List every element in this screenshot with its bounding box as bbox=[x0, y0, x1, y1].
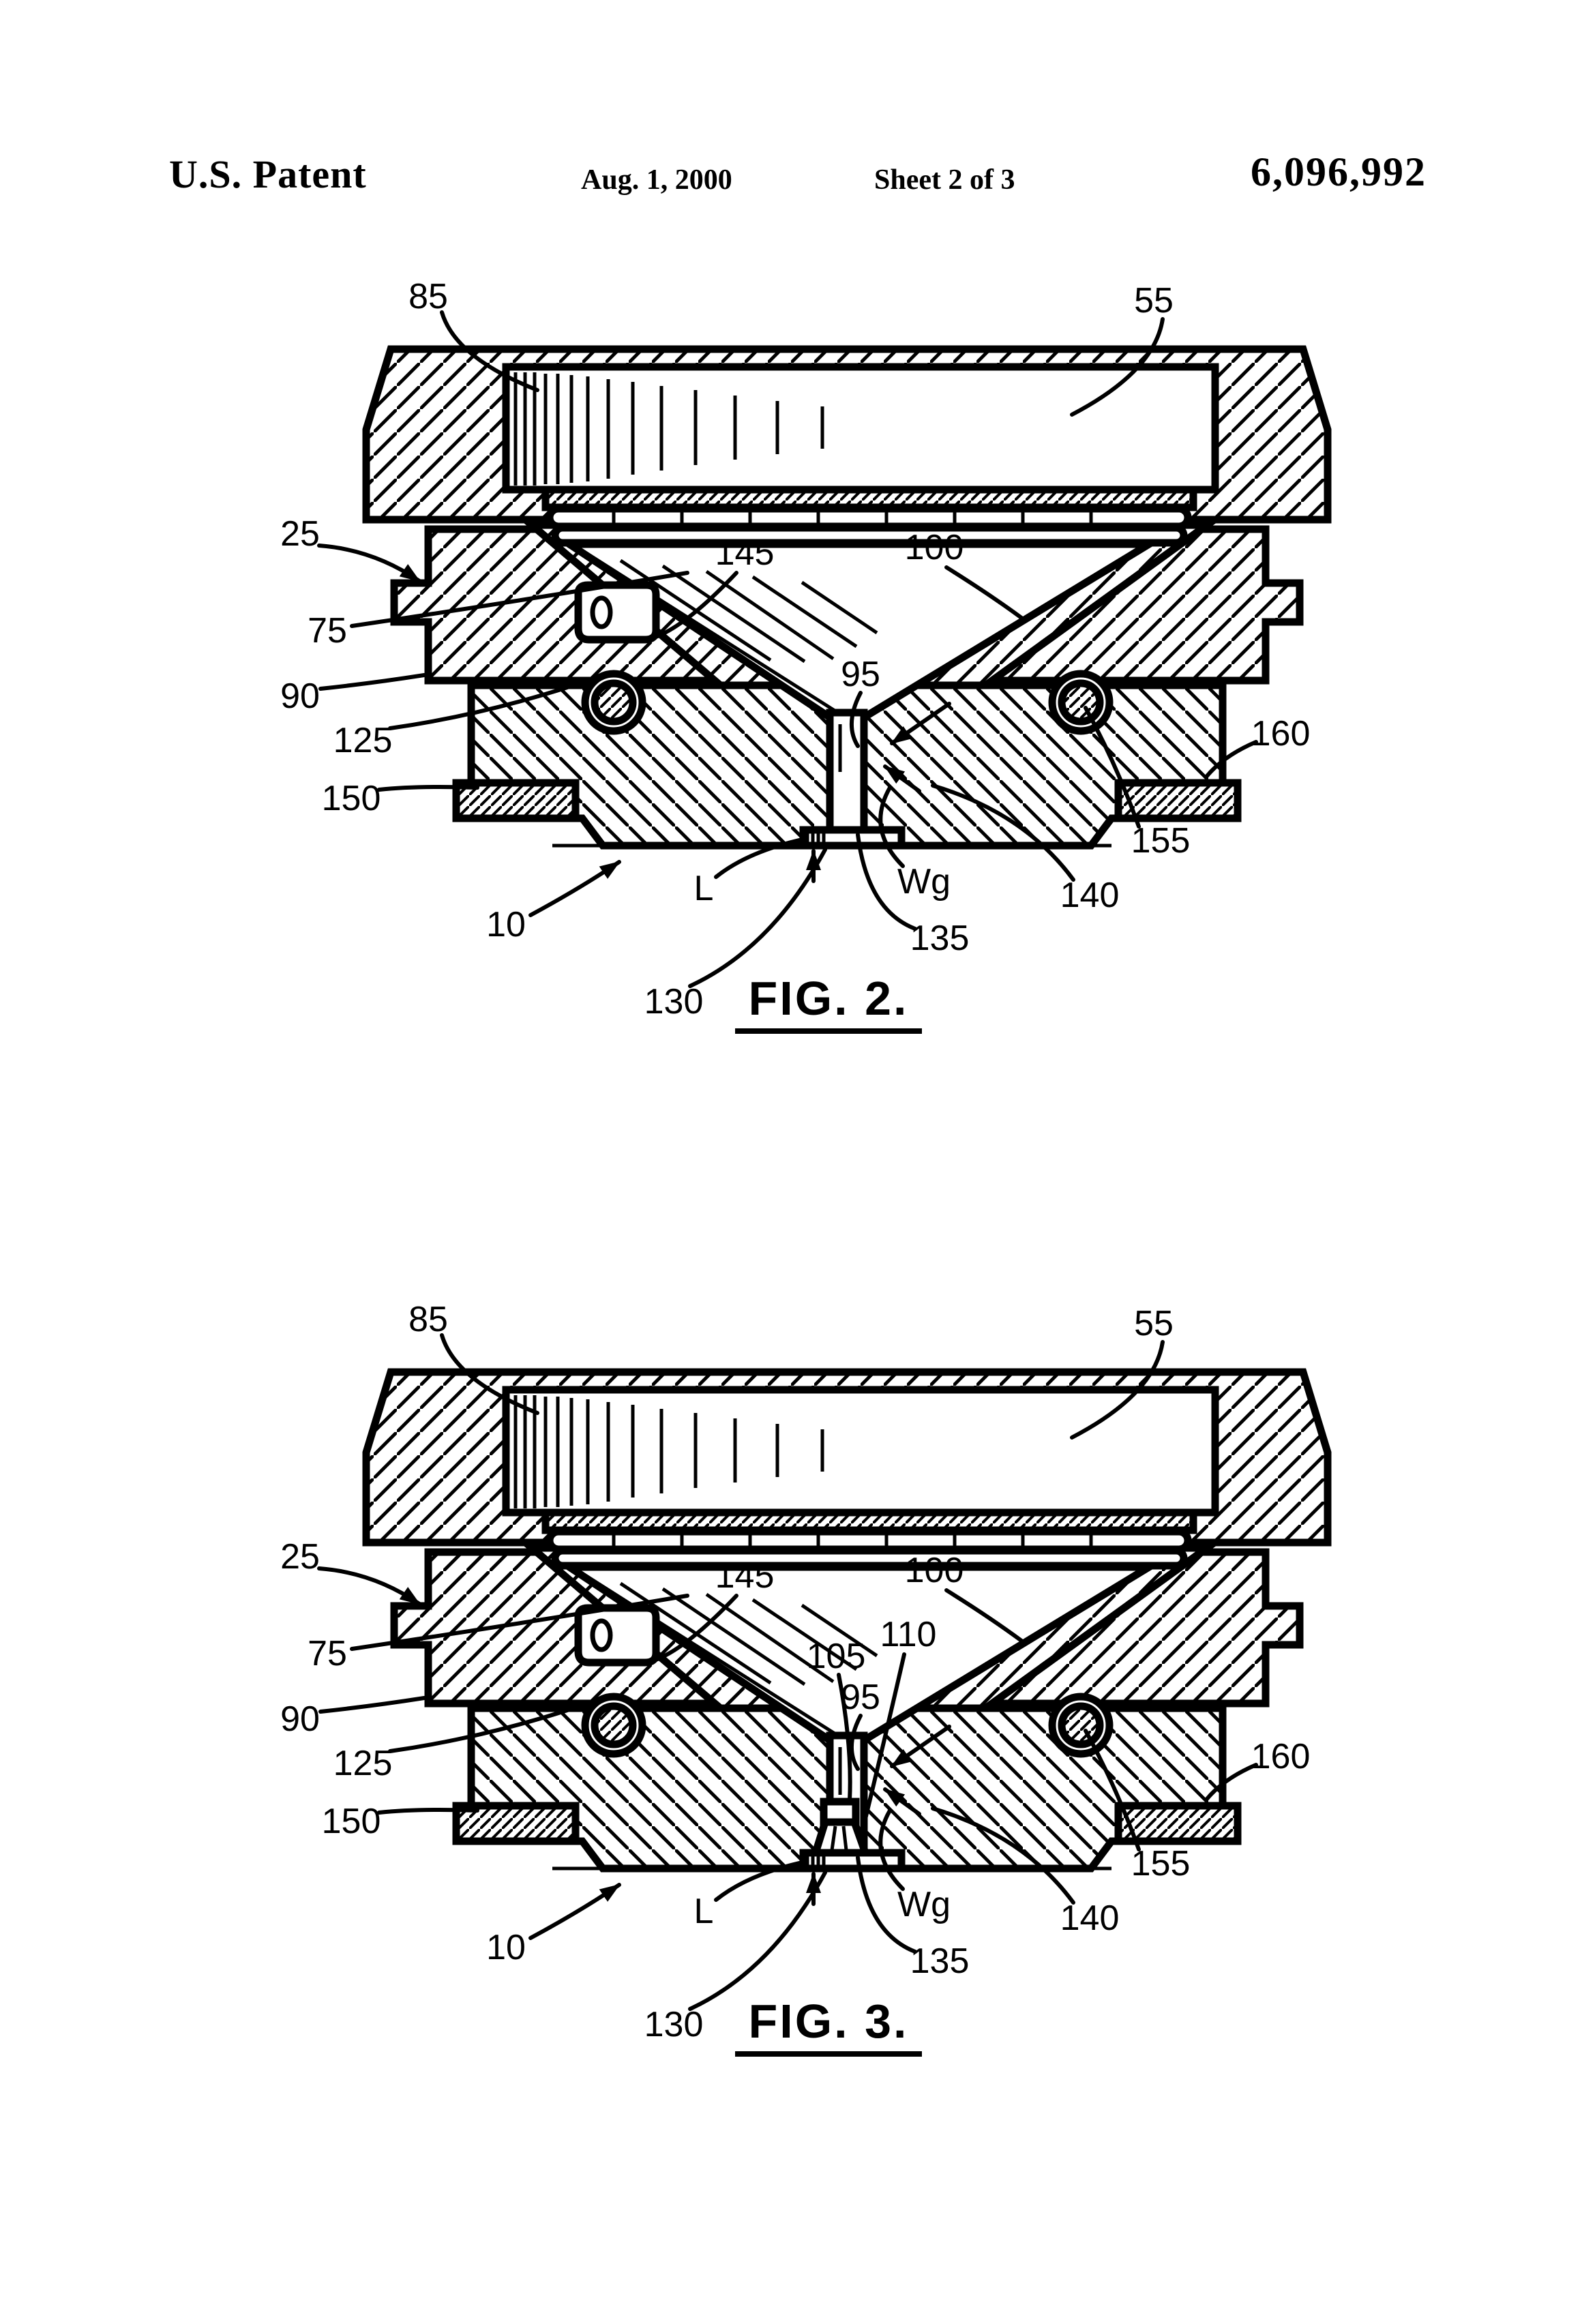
fig3-ref-140: 140 bbox=[1060, 1898, 1120, 1938]
plug-taper bbox=[810, 1818, 871, 1857]
fig3-ref-25: 25 bbox=[280, 1537, 320, 1577]
fig2-ref-160: 160 bbox=[1251, 714, 1311, 754]
fig2-ref-90: 90 bbox=[280, 676, 320, 716]
fig2-drawing bbox=[366, 349, 1328, 846]
fig3-ref-95: 95 bbox=[841, 1678, 880, 1717]
patent-header-title: U.S. Patent bbox=[169, 152, 367, 196]
leader-105 bbox=[837, 1673, 852, 1802]
fig2-ref-155: 155 bbox=[1131, 821, 1191, 861]
plug-lines bbox=[830, 1826, 848, 1851]
fig2-ref-125: 125 bbox=[333, 721, 393, 760]
patent-header-number: 6,096,992 bbox=[1251, 149, 1427, 194]
fig2-ref-145: 145 bbox=[715, 533, 775, 573]
fig2-ref-10: 10 bbox=[486, 905, 526, 944]
fig2-ref-150: 150 bbox=[322, 779, 381, 818]
fig3-plug-insert bbox=[810, 1798, 871, 1857]
fig3-drawing bbox=[366, 1372, 1328, 1868]
fig3-ref-150: 150 bbox=[322, 1802, 381, 1841]
fig3-ref-90: 90 bbox=[280, 1699, 320, 1739]
fig2-ref-L: L bbox=[694, 869, 714, 908]
fig3-reference-numerals: 85 55 25 75 90 125 150 145 100 105 110 9… bbox=[280, 1300, 1310, 2044]
fig3-ref-160: 160 bbox=[1251, 1737, 1311, 1776]
patent-header-date: Aug. 1, 2000 bbox=[581, 164, 732, 196]
fig3-ref-100: 100 bbox=[905, 1551, 964, 1590]
fig3-caption: FIG. 3. bbox=[749, 1995, 909, 2048]
fig2-ref-100: 100 bbox=[905, 528, 964, 567]
fig3-ref-10: 10 bbox=[486, 1928, 526, 1967]
fig3-ref-85: 85 bbox=[408, 1300, 448, 1339]
patent-header-sheet: Sheet 2 of 3 bbox=[874, 164, 1015, 196]
leader-110 bbox=[859, 1652, 906, 1838]
fig3-ref-145: 145 bbox=[715, 1556, 775, 1596]
fig3-ref-Wg: Wg bbox=[897, 1885, 951, 1924]
fig2-ref-130: 130 bbox=[644, 982, 704, 1022]
fig3-ref-155: 155 bbox=[1131, 1844, 1191, 1883]
fig2-ref-Wg: Wg bbox=[897, 862, 951, 902]
fig3-ref-105: 105 bbox=[807, 1637, 866, 1676]
fig3-ref-110: 110 bbox=[880, 1615, 937, 1654]
fig2-ref-140: 140 bbox=[1060, 876, 1120, 915]
fig3-ref-130: 130 bbox=[644, 2005, 704, 2044]
fig2-ref-85: 85 bbox=[408, 277, 448, 316]
fig2-ref-75: 75 bbox=[308, 611, 347, 651]
fig2-reference-numerals: 85 55 25 75 90 125 150 145 100 95 160 15… bbox=[280, 277, 1310, 1022]
fig3-extra-leaders bbox=[837, 1652, 906, 1838]
fig2-ref-95: 95 bbox=[841, 655, 880, 694]
fig2-ref-25: 25 bbox=[280, 514, 320, 554]
fig3-ref-55: 55 bbox=[1134, 1304, 1174, 1343]
fig2-ref-55: 55 bbox=[1134, 281, 1174, 321]
fig3-ref-75: 75 bbox=[308, 1634, 347, 1673]
fig2-caption: FIG. 2. bbox=[749, 972, 909, 1025]
fig3-ref-125: 125 bbox=[333, 1744, 393, 1783]
fig2-ref-135: 135 bbox=[910, 919, 970, 958]
fig3-ref-L: L bbox=[694, 1892, 714, 1931]
fig3-ref-135: 135 bbox=[910, 1941, 970, 1981]
